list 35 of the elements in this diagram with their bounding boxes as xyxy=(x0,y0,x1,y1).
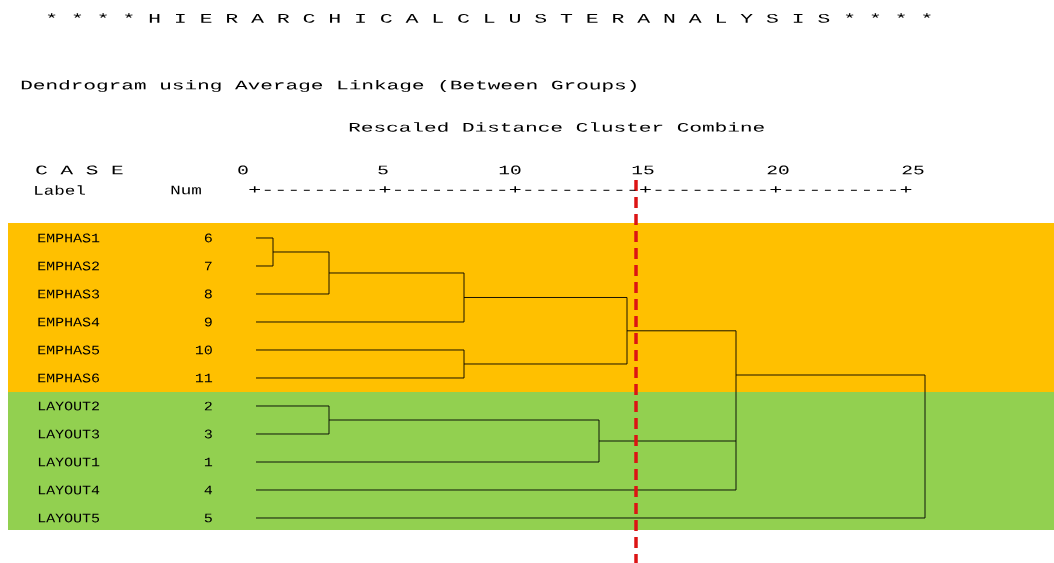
case-label: LAYOUT4 xyxy=(38,485,100,495)
title: * * * * H I E R A R C H I C A L C L U S T E R A N A L Y S I S * * * * xyxy=(47,13,931,23)
tick-label: 15 xyxy=(632,165,654,175)
case-number: 7 xyxy=(205,261,212,271)
case-label: EMPHAS5 xyxy=(38,345,100,355)
tick-label: 0 xyxy=(238,165,248,175)
case-number: 4 xyxy=(204,485,213,495)
column-header: Num xyxy=(171,185,201,195)
axis-title: Rescaled Distance Cluster Combine xyxy=(349,122,764,132)
case-number: 2 xyxy=(204,401,212,411)
case-label: LAYOUT3 xyxy=(38,429,100,439)
case-label: EMPHAS1 xyxy=(38,233,100,243)
case-number: 3 xyxy=(204,429,212,439)
case-number: 10 xyxy=(195,345,212,355)
tick-label: 10 xyxy=(499,165,521,175)
column-header: Label xyxy=(35,185,85,195)
case-number: 6 xyxy=(204,233,212,243)
case-number: 9 xyxy=(204,317,212,327)
tick-label: 20 xyxy=(767,165,789,175)
case-label: EMPHAS2 xyxy=(38,261,99,271)
case-number: 1 xyxy=(204,457,213,467)
case-number: 11 xyxy=(195,373,213,383)
case-label: EMPHAS3 xyxy=(38,289,100,299)
case-number: 8 xyxy=(204,289,212,299)
case-label: LAYOUT1 xyxy=(38,457,100,467)
tick-label: 5 xyxy=(378,165,388,175)
case-number: 5 xyxy=(204,513,212,523)
subtitle: Dendrogram using Average Linkage (Between Groups) xyxy=(21,79,636,93)
case-label: EMPHAS4 xyxy=(38,317,100,327)
axis-scale: +---------+---------+---------+---------+---------+ xyxy=(249,186,912,193)
case-label: LAYOUT5 xyxy=(38,513,100,523)
case-label: EMPHAS6 xyxy=(38,373,99,383)
case-label: LAYOUT2 xyxy=(38,401,99,411)
column-header: C A S E xyxy=(36,165,123,175)
tick-label: 25 xyxy=(902,165,924,175)
